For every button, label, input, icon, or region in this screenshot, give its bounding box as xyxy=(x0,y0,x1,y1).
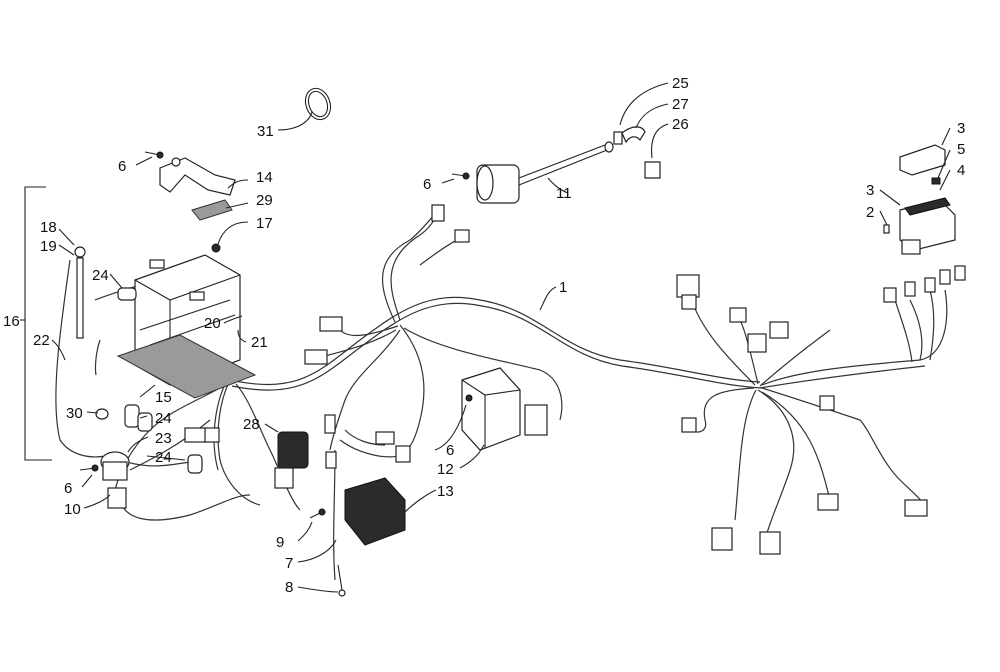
callout-15: 15 xyxy=(155,389,172,406)
battery-hold-down-bracket xyxy=(159,157,236,196)
callout-21: 21 xyxy=(251,334,268,351)
screws xyxy=(79,151,473,597)
harness-connectors xyxy=(184,204,966,555)
callout-3: 3 xyxy=(957,120,965,137)
callout-13: 13 xyxy=(437,483,454,500)
callout-27: 27 xyxy=(672,96,689,113)
fuse-box xyxy=(899,197,956,255)
wiring-harness xyxy=(55,209,948,581)
ignition-coil xyxy=(476,141,614,204)
relay xyxy=(274,431,309,489)
voltage-regulator xyxy=(344,477,406,546)
callout-6: 6 xyxy=(64,480,72,497)
band-clamp xyxy=(304,87,332,121)
callout-24: 24 xyxy=(155,410,172,427)
callout-17: 17 xyxy=(256,215,273,232)
callout-24: 24 xyxy=(155,449,172,466)
callout-19: 19 xyxy=(40,238,57,255)
callout-7: 7 xyxy=(285,555,293,572)
callout-2: 2 xyxy=(866,204,874,221)
starter-solenoid xyxy=(100,451,130,509)
callout-22: 22 xyxy=(33,332,50,349)
callout-9: 11 xyxy=(556,185,572,202)
leader-lines xyxy=(20,82,951,593)
hold-down-rod xyxy=(74,246,86,339)
callout-6: 6 xyxy=(423,176,431,193)
callout-6: 6 xyxy=(446,442,454,459)
fuse-box-cover xyxy=(899,144,946,176)
callout-12: 12 xyxy=(437,461,454,478)
callout-3: 3 xyxy=(866,182,874,199)
callout-6: 6 xyxy=(118,158,126,175)
bracket-pad xyxy=(191,199,233,221)
spark-plug-cap xyxy=(613,126,661,179)
callout-20: 20 xyxy=(204,315,221,332)
callout-1: 1 xyxy=(559,279,567,296)
callout-4: 4 xyxy=(957,162,965,179)
callout-24: 24 xyxy=(92,267,109,284)
callout-25: 25 xyxy=(672,75,689,92)
callout-29: 29 xyxy=(256,192,273,209)
callout-28: 28 xyxy=(243,416,260,433)
callout-18: 18 xyxy=(40,219,57,236)
cdi-module xyxy=(461,367,548,451)
callout-16: 16 xyxy=(3,313,20,330)
callout-5: 5 xyxy=(957,141,965,158)
callout-31: 31 xyxy=(257,123,274,140)
callout-23: 23 xyxy=(155,430,172,447)
battery-tray-pad xyxy=(116,334,257,399)
callout-10: 9 xyxy=(276,534,284,551)
callout-labels: 31 6 14 29 17 6 11 25 27 26 3 5 4 3 2 1 … xyxy=(3,75,965,596)
callout-30: 30 xyxy=(66,405,83,422)
callout-26: 26 xyxy=(672,116,689,133)
callout-11: 10 xyxy=(64,501,81,518)
callout-8: 8 xyxy=(285,579,293,596)
callout-14: 14 xyxy=(256,169,273,186)
